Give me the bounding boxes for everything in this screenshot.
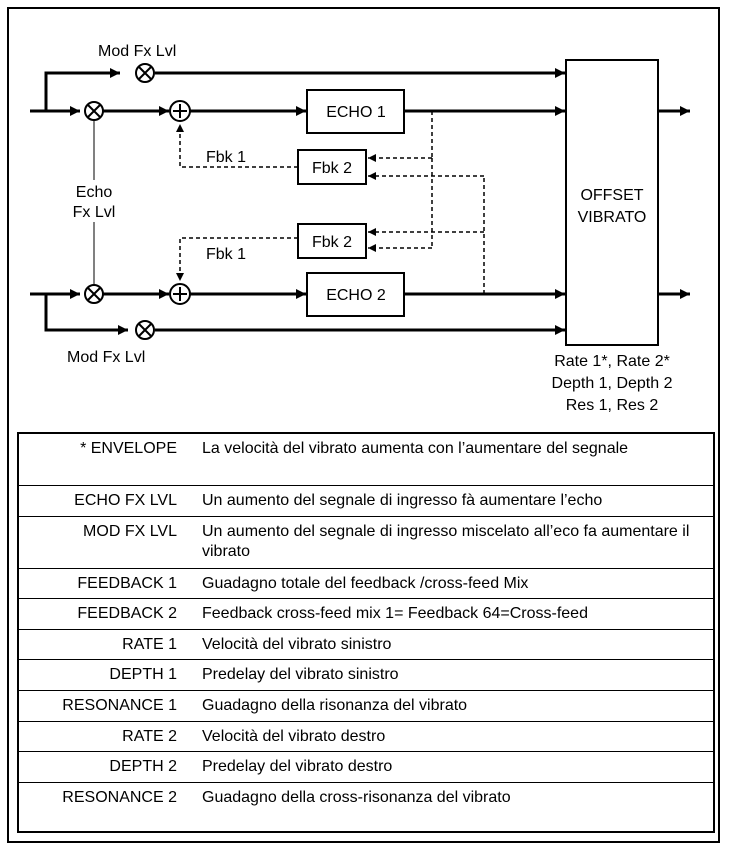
fbk2-bottom-block: [297, 223, 367, 259]
table-row: RATE 2 Velocità del vibrato destro: [19, 722, 713, 753]
fbk2-bottom-label: Fbk 2: [312, 234, 352, 251]
echo1-label: ECHO 1: [326, 104, 386, 121]
offset-label-2: VIBRATO: [578, 209, 647, 226]
param-name: DEPTH 1: [109, 666, 177, 684]
param-desc: Predelay del vibrato destro: [202, 758, 393, 776]
feedback-dashed-lines: [176, 111, 485, 294]
table-row: DEPTH 2 Predelay del vibrato destro: [19, 752, 713, 783]
bottom-input-lines: [30, 289, 120, 332]
param-name: ECHO FX LVL: [74, 492, 177, 509]
params-line-2: Depth 1, Depth 2: [552, 375, 673, 392]
echo-fx-label-1: Echo: [76, 184, 113, 201]
signal-flow-diagram: ECHO 1 ECHO 2 OFFSET VIBRATO Fbk 2 Fbk 2: [30, 43, 690, 414]
param-name: DEPTH 2: [109, 758, 177, 776]
table-row: FEEDBACK 1 Guadagno totale del feedback …: [19, 569, 713, 600]
multiplier-cross: [87, 287, 101, 301]
multiplier-cross: [138, 323, 152, 337]
params-line-3: Res 1, Res 2: [566, 397, 659, 414]
multiplier-cross: [138, 66, 152, 80]
echo2-label: ECHO 2: [326, 287, 386, 304]
table-row: RESONANCE 2 Guadagno della cross-risonan…: [19, 783, 713, 814]
param-name: FEEDBACK 1: [77, 574, 177, 592]
param-desc: Un aumento del segnale di ingresso misce…: [202, 522, 690, 560]
fbk1-top-label: Fbk 1: [206, 149, 246, 166]
echo2-block: [306, 272, 405, 317]
table-row: RESONANCE 1 Guadagno della risonanza del…: [19, 691, 713, 722]
table-row: DEPTH 1 Predelay del vibrato sinistro: [19, 660, 713, 691]
table-row: FEEDBACK 2 Feedback cross-feed mix 1= Fe…: [19, 599, 713, 630]
params-line-1: Rate 1*, Rate 2*: [554, 353, 670, 370]
param-desc: Guadagno totale del feedback /cross-feed…: [202, 574, 529, 592]
outer-frame: [7, 7, 720, 843]
param-desc: La velocità del vibrato aumenta con l’au…: [202, 440, 629, 457]
offset-label-1: OFFSET: [580, 187, 643, 204]
adder-plus: [173, 104, 187, 118]
mod-fx-bottom-label: Mod Fx Lvl: [67, 349, 145, 366]
fbk2-top-label: Fbk 2: [312, 160, 352, 177]
table-row: * ENVELOPE La velocità del vibrato aumen…: [19, 434, 713, 486]
echo1-block: [306, 89, 405, 134]
table-row: ECHO FX LVL Un aumento del segnale di in…: [19, 486, 713, 517]
echo-fx-label-2: Fx Lvl: [73, 204, 116, 221]
table-row: RATE 1 Velocità del vibrato sinistro: [19, 630, 713, 661]
param-desc: Feedback cross-feed mix 1= Feedback 64=C…: [202, 605, 588, 623]
multiplier-cross: [87, 104, 101, 118]
param-name: RESONANCE 2: [62, 788, 177, 806]
param-desc: Guadagno della cross-risonanza del vibra…: [202, 788, 511, 806]
param-name: * ENVELOPE: [80, 440, 177, 457]
param-desc: Velocità del vibrato destro: [202, 727, 386, 745]
table-row: MOD FX LVL Un aumento del segnale di ing…: [19, 517, 713, 569]
param-name: RATE 1: [122, 635, 177, 653]
param-name: MOD FX LVL: [83, 522, 177, 540]
param-desc: Un aumento del segnale di ingresso fà au…: [202, 492, 603, 509]
fbk1-bottom-label: Fbk 1: [206, 246, 246, 263]
param-desc: Predelay del vibrato sinistro: [202, 666, 399, 684]
adder-plus: [173, 287, 187, 301]
top-input-lines: [30, 71, 119, 116]
parameter-table: * ENVELOPE La velocità del vibrato aumen…: [17, 432, 715, 833]
param-name: FEEDBACK 2: [77, 605, 177, 623]
param-name: RATE 2: [122, 727, 177, 745]
mod-fx-top-label: Mod Fx Lvl: [98, 43, 176, 60]
param-desc: Velocità del vibrato sinistro: [202, 635, 392, 653]
offset-vibrato-block: [565, 59, 659, 346]
param-desc: Guadagno della risonanza del vibrato: [202, 696, 468, 714]
param-name: RESONANCE 1: [62, 696, 177, 714]
